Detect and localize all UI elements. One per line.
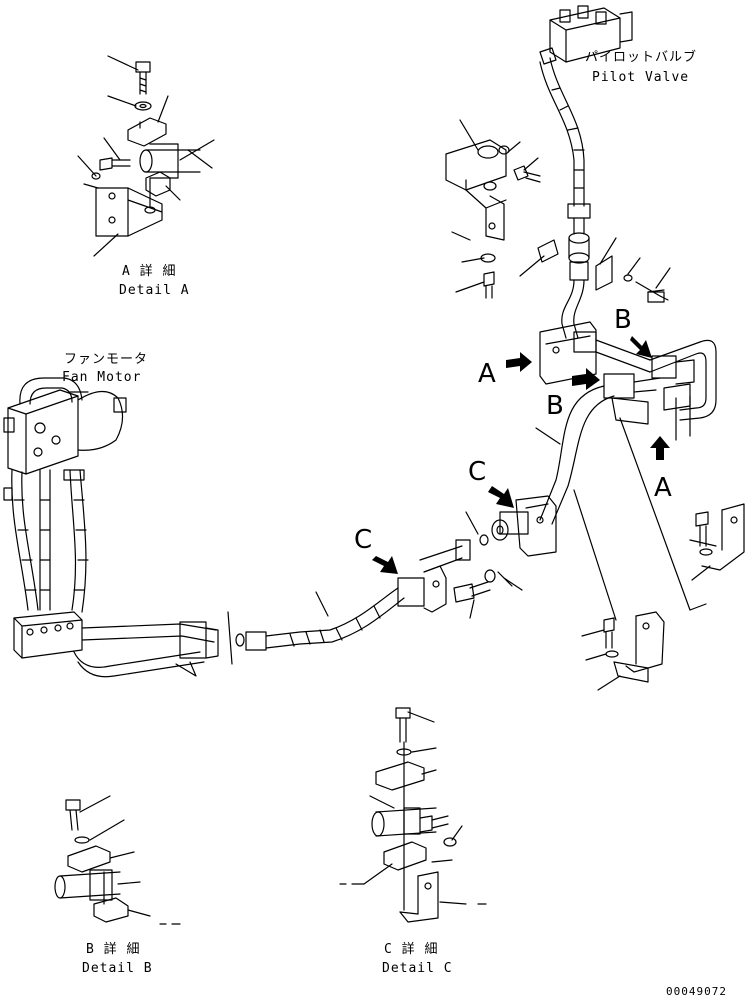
callout-b-upper: B — [614, 305, 632, 335]
detail-c-title-jp: C 詳 細 — [384, 942, 439, 957]
callout-c-mid: C — [468, 457, 487, 487]
lower-bracket-b — [581, 611, 665, 691]
detail-b-title-en: Detail B — [82, 961, 153, 976]
arrow-b-upper — [630, 336, 652, 358]
arrow-b-main — [572, 368, 600, 390]
detail-c-assembly — [339, 707, 487, 923]
drawing-number: 00049072 — [666, 985, 727, 998]
fan-motor-label-jp: ファンモータ — [64, 352, 149, 367]
detail-a-title-en: Detail A — [119, 283, 190, 298]
lower-main-hose — [227, 539, 471, 665]
arrow-c-mid — [488, 486, 514, 508]
callout-c-left: C — [354, 525, 373, 555]
fan-motor — [3, 377, 219, 678]
upper-mount-bracket — [445, 119, 671, 303]
main-pipe-route — [453, 321, 717, 619]
lower-bracket-a — [573, 417, 745, 621]
pilot-valve — [539, 5, 633, 65]
callout-a-main: A — [478, 359, 496, 389]
detail-a-assembly — [77, 55, 215, 257]
callout-b-main: B — [546, 391, 564, 421]
detail-a-title-jp: A 詳 細 — [122, 264, 177, 279]
detail-b-title-jp: B 詳 細 — [86, 942, 141, 957]
arrow-a-main — [506, 352, 532, 372]
detail-b-assembly — [54, 795, 181, 925]
callout-a-lower: A — [654, 473, 672, 503]
pilot-valve-label-jp: パイロットバルブ — [585, 50, 698, 65]
detail-c-title-en: Detail C — [382, 961, 453, 976]
pilot-hose — [539, 57, 591, 339]
arrow-c-left — [372, 556, 398, 574]
arrow-a-lower — [650, 436, 670, 460]
fan-motor-label-en: Fan Motor — [62, 370, 142, 385]
pilot-valve-label-en: Pilot Valve — [592, 70, 690, 85]
